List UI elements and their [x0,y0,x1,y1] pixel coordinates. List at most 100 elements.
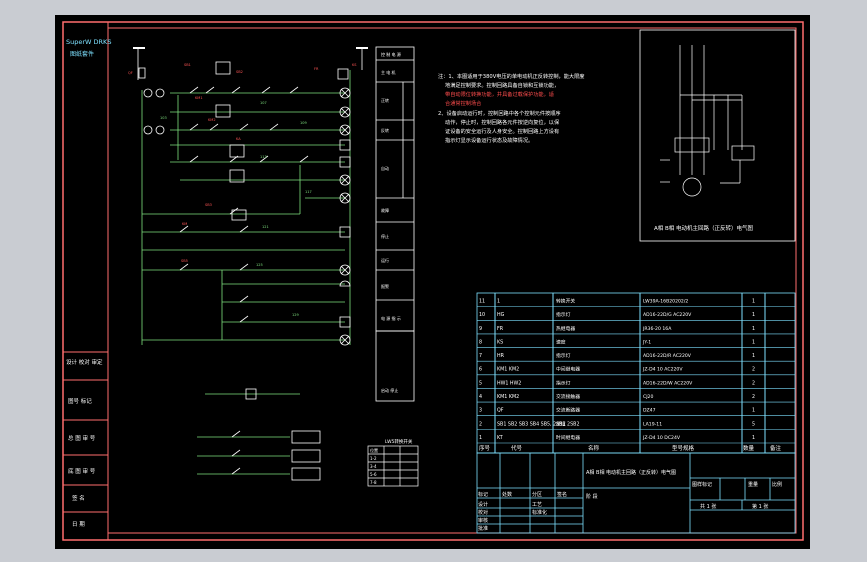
note-line-6: 指示灯显示设备运行状态及故障情况。 [445,136,533,144]
bom-cell: SB1 SB2 SB3 SB4 SB5, 2SB1 2SB2 [497,421,580,427]
note-line-1: 注：1、本图适用于380V电压的单电动机正反转控制，能大限度 [438,72,584,80]
bom-cell: 交流断路器 [556,407,580,414]
lower-circuits [197,388,321,481]
bom-cell: 中间继电器 [556,366,580,373]
bom-cell: DZ47 [643,408,656,414]
title-field-4: 签名 [557,491,567,498]
bom-cell: 指示灯 [556,311,571,318]
bom-cell: 热继电器 [556,325,575,332]
svg-text:反转: 反转 [381,127,389,133]
svg-text:报警: 报警 [381,283,389,289]
bom-cell: 3 [479,408,482,414]
note-line-3: 2、设备启动运行时，控制回路中各个控制元件按顺序 [438,109,561,117]
sidebar-block-4: 底 图 审 号 [68,467,96,475]
svg-text:125: 125 [256,263,263,267]
sidebar-block-3: 总 图 审 号 [68,434,96,442]
bom-cell: AD16-22D/G AC220V [643,312,692,318]
title-row-1: 校对 [478,509,488,516]
title-page: 第 1 张 [752,503,768,510]
svg-text:117: 117 [305,190,312,194]
svg-text:FR: FR [314,67,319,71]
sidebar-block-1: 设计 校对 审定 [66,358,103,366]
title-row-0: 设计 [478,501,488,508]
bom-cell: LA19-11 [643,421,662,427]
bom-cell: 1 [479,435,482,441]
bom-cell: KS [497,339,503,345]
bom-cell: 10 [479,312,485,318]
svg-text:KA: KA [236,137,241,141]
title-drawing: A相 B相 电动机主回路（正反转）电气图 [586,469,676,476]
note-red-2: 合通常控制场合 [445,99,482,107]
bom-cell: KT [497,435,503,441]
title-field-0: 标记 [478,491,488,498]
bom-cell: 7 [479,353,482,359]
bom-cell: 1 [752,435,755,441]
bom-cell: KM1 KM2 [497,367,519,373]
svg-text:故障: 故障 [381,207,389,213]
svg-text:SB3: SB3 [205,203,212,207]
bom-cell: JZ-D4 10 DC24V [642,435,681,441]
bom-cell: 2 [752,394,755,400]
legend-row-2: 3-4 [370,464,377,469]
svg-text:103: 103 [160,116,167,120]
title-material: 阶 段 [586,493,598,500]
svg-text:电 源 指 示: 电 源 指 示 [381,315,401,321]
svg-text:正转: 正转 [381,97,389,103]
bom-cell: AD16-22D/R AC220V [643,353,692,359]
bom-cell: 转换开关 [556,298,575,305]
bom-header-3: 型号规格 [672,444,695,452]
sidebar-block-2: 图号 标记 [68,397,92,405]
bom-header-0: 序号 [479,444,491,452]
title-field-2: 分区 [532,491,542,498]
bom-cell: KM1 KM2 [497,394,519,400]
title-field-1: 处数 [502,491,512,498]
title-row-4: 标准化 [532,509,547,516]
note-line-2: 地满足控制要求。控制回路具备自锁和互锁功能， [445,81,559,89]
note-line-5: 证设备的安全运行及人身安全。控制回路上方设有 [445,127,559,135]
svg-text:运行: 运行 [381,257,389,263]
svg-text:启动 停止: 启动 停止 [381,387,398,393]
svg-text:KM: KM [182,222,187,226]
title-block: A相 B相 电动机主回路（正反转）电气图 标记 处数 分区 签名 设计 校对 审… [476,452,796,534]
bom-header-5: 备注 [770,444,782,452]
motor-title: A相 B相 电动机主回路（正反转）电气图 [654,224,754,232]
legend-row-3: 5-6 [370,472,377,477]
bom-cell: 5 [479,380,482,386]
bom-cell: JZ-D4 10 AC220V [642,367,683,373]
bom-cell: HG [497,312,505,318]
title-scale: 比例 [772,481,782,488]
svg-text:KS: KS [352,63,357,67]
svg-text:129: 129 [292,313,299,317]
title-row-5: 批准 [478,525,488,532]
svg-text:SB5: SB5 [181,259,188,263]
switch-legend-table: LW5转换开关 位置 1-2 3-4 5-6 7-8 [367,438,419,487]
bom-cell: QF [497,408,504,414]
bom-cell: FR [497,326,504,332]
svg-text:停止: 停止 [381,233,389,239]
bom-cell: 6 [479,367,482,373]
svg-text:自动: 自动 [381,165,389,171]
bom-cell: 1 [752,339,755,345]
notes-block: 注：1、本图适用于380V电压的单电动机正反转控制，能大限度 地满足控制要求。控… [438,72,584,144]
bom-cell: 8 [479,339,482,345]
svg-text:107: 107 [260,101,267,105]
legend-row-0: 位置 [370,447,378,453]
brand-text: SuperW DRKS [66,38,111,46]
sidebar-block-6: 日 期 [72,521,85,528]
brand-sub-text: 图纸套件 [70,50,94,58]
legend-row-4: 7-8 [370,480,377,485]
bom-cell: 1 [752,353,755,359]
title-row-3: 工艺 [532,502,542,508]
bom-cell: 2 [752,380,755,386]
bom-cell: 2 [752,367,755,373]
bom-cell: 1 [752,326,755,332]
bom-cell: 2 [479,421,482,427]
note-line-4: 动作，停止时，控制回路各元件按逆向复位，以保 [445,118,560,126]
bom-cell: 时间继电器 [556,434,580,441]
bom-cell: 交流接触器 [556,393,580,400]
bom-cell: 4 [479,394,482,400]
title-weight: 重量 [748,481,758,488]
svg-text:SB1: SB1 [184,63,191,67]
